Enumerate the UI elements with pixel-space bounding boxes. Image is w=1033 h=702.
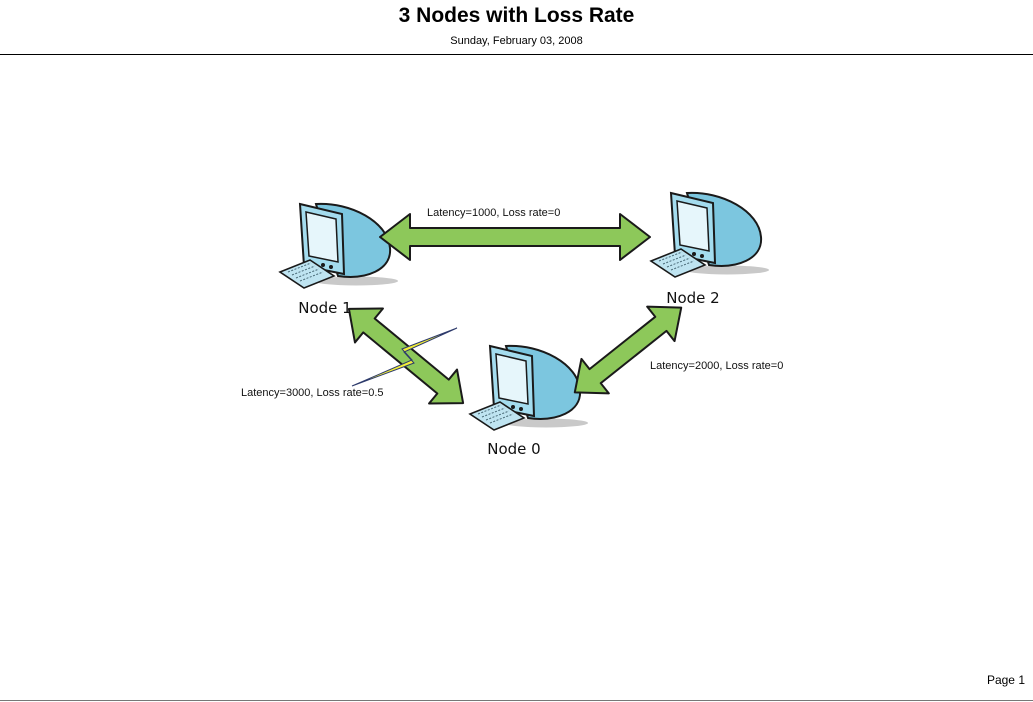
link-node2-node0-arrow[interactable]: [561, 290, 695, 409]
link-node1-node0-arrow[interactable]: [335, 292, 477, 420]
header-divider: [0, 54, 1033, 55]
node-2-computer-icon[interactable]: [650, 191, 770, 278]
node-1-computer-icon[interactable]: [279, 202, 399, 289]
link-node1-node0-label: Latency=3000, Loss rate=0.5: [241, 387, 384, 399]
link-node1-node2-arrow[interactable]: [379, 213, 651, 261]
link-node2-node0-label: Latency=2000, Loss rate=0: [650, 360, 783, 372]
page-title: 3 Nodes with Loss Rate: [398, 4, 635, 27]
lightning-icon: [351, 327, 458, 387]
page-number: Page 1: [986, 673, 1025, 687]
node-0-computer-icon[interactable]: [469, 344, 589, 431]
node-2-label: Node 2: [666, 289, 719, 307]
node-1-label: Node 1: [298, 299, 351, 317]
node-0-label: Node 0: [487, 440, 540, 458]
footer-divider: [0, 700, 1033, 701]
link-node1-node2-label: Latency=1000, Loss rate=0: [427, 207, 560, 219]
page-date: Sunday, February 03, 2008: [450, 35, 583, 47]
